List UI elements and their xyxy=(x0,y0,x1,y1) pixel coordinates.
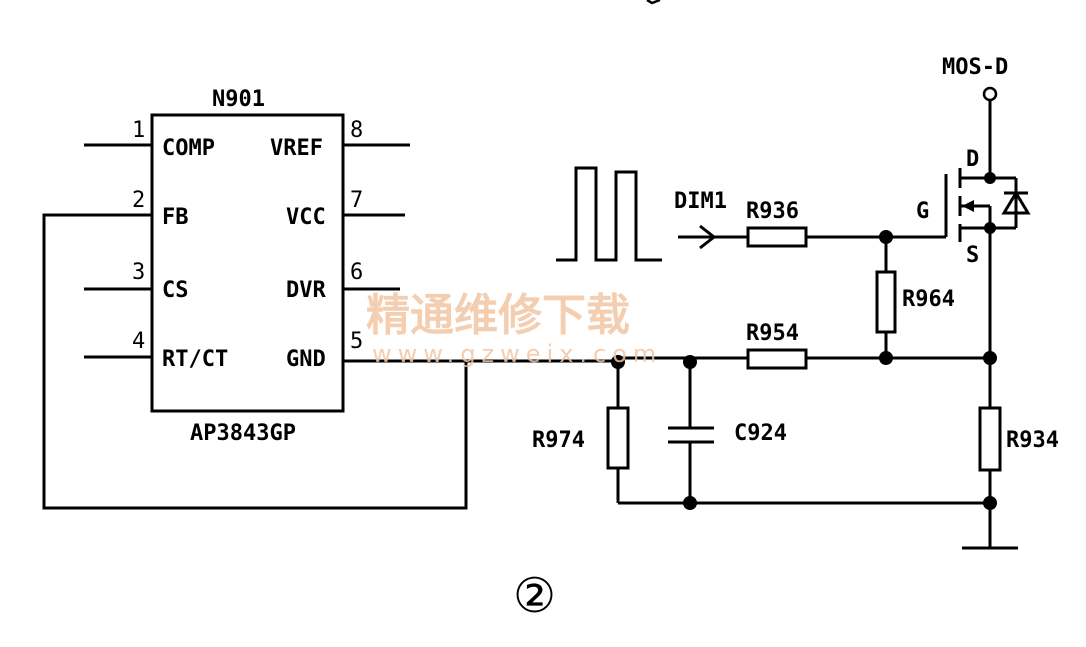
ic-part-label: AP3843GP xyxy=(190,421,296,446)
figure-label: ② xyxy=(513,568,556,624)
pin-8-number: 8 xyxy=(350,118,363,143)
pin-5-name: GND xyxy=(286,347,326,372)
resistor-r934 xyxy=(978,406,1002,472)
dim-arrow-icon xyxy=(699,224,717,250)
watermark-title: 精通维修下载 xyxy=(366,290,630,341)
watermark-url: www.gzweix.com xyxy=(372,340,662,368)
resistor-r954 xyxy=(746,348,808,370)
pin-6-name: DVR xyxy=(286,278,326,303)
pin-3-name: CS xyxy=(162,278,189,303)
resistor-r964 xyxy=(875,270,897,334)
feedback-wire xyxy=(42,213,618,510)
pin-4-number: 4 xyxy=(132,329,145,354)
mos-d-terminal-icon xyxy=(982,86,998,102)
pin-2-number: 2 xyxy=(132,188,145,213)
pin-7-number: 7 xyxy=(350,188,363,213)
c924-label: C924 xyxy=(734,421,787,446)
r954-label: R954 xyxy=(746,321,799,346)
dim-signal-label: DIM1 xyxy=(674,189,727,214)
pwm-waveform xyxy=(556,166,662,262)
ic-n901-body xyxy=(150,113,345,413)
pin-1-number: 1 xyxy=(132,118,145,143)
pin-1-name: COMP xyxy=(162,136,215,161)
r974-label: R974 xyxy=(532,428,585,453)
ic-ref-label: N901 xyxy=(212,87,265,112)
r934-label: R934 xyxy=(1006,428,1059,453)
pin-7-name: VCC xyxy=(286,205,326,230)
r964-label: R964 xyxy=(902,287,955,312)
junction-ground-c924 xyxy=(683,496,697,510)
resistor-r974 xyxy=(606,406,630,470)
top-edge-fragment xyxy=(646,0,661,5)
mosfet-icon xyxy=(944,168,1031,358)
pin-2-name: FB xyxy=(162,205,189,230)
mosfet-d-label: D xyxy=(966,147,979,172)
pin-8-name: VREF xyxy=(270,136,323,161)
mos-drain-label: MOS-D xyxy=(942,55,1008,80)
junction-r964-sense xyxy=(879,351,893,365)
pin-5-number: 5 xyxy=(350,329,363,354)
pin-6-number: 6 xyxy=(350,260,363,285)
pin-3-number: 3 xyxy=(132,260,145,285)
mosfet-g-label: G xyxy=(916,199,929,224)
pin-4-name: RT/CT xyxy=(162,347,228,372)
r936-label: R936 xyxy=(746,199,799,224)
resistor-r936 xyxy=(746,226,808,248)
mosfet-s-label: S xyxy=(966,243,979,268)
